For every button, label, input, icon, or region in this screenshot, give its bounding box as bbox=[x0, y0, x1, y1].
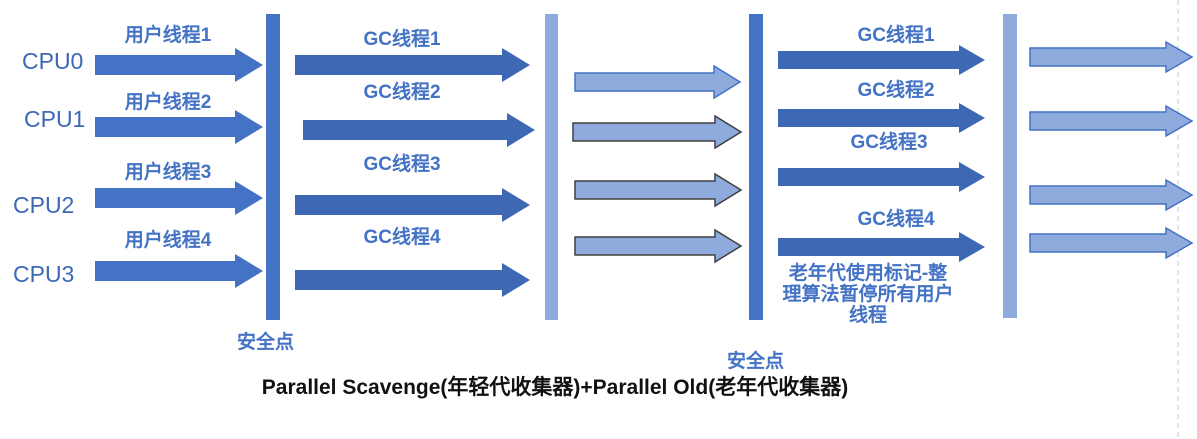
young-gc-label-4: GC线程4 bbox=[363, 227, 441, 248]
old-gc-label-2: GC线程2 bbox=[857, 80, 935, 101]
safepoint-label-old: 安全点 bbox=[727, 351, 785, 372]
old-gc-arrow-3 bbox=[778, 162, 985, 192]
old-gc-label-1: GC线程1 bbox=[857, 25, 935, 46]
user-thread-arrow-1 bbox=[95, 48, 263, 82]
old-gc-label-3: GC线程3 bbox=[850, 132, 928, 153]
resume-arrow-2 bbox=[1029, 104, 1194, 138]
old-gc-label-4: GC线程4 bbox=[857, 209, 935, 230]
old-gc-arrows bbox=[778, 45, 985, 262]
young-gc-label-2: GC线程2 bbox=[363, 82, 441, 103]
user-thread-label-3: 用户线程3 bbox=[124, 162, 212, 183]
resume-bar-young bbox=[545, 14, 558, 320]
diagram-title: Parallel Scavenge(年轻代收集器)+Parallel Old(老… bbox=[261, 376, 849, 399]
transition-arrows bbox=[572, 64, 743, 264]
cpu-label-0: CPU0 bbox=[22, 48, 84, 74]
transition-arrow-2 bbox=[572, 114, 743, 150]
young-gc-arrow-4 bbox=[295, 263, 530, 297]
young-gc-label-3: GC线程3 bbox=[363, 154, 441, 175]
safepoint-label-young: 安全点 bbox=[237, 332, 295, 353]
young-gc-arrow-2 bbox=[303, 113, 535, 147]
old-gc-note: 老年代使用标记-整理算法暂停所有用户线程 bbox=[782, 263, 954, 326]
transition-arrow-3 bbox=[574, 172, 743, 208]
resume-arrow-3 bbox=[1029, 178, 1194, 212]
resume-bar-old bbox=[1003, 14, 1017, 318]
cpu-label-2: CPU2 bbox=[13, 192, 75, 218]
safepoint-bar-old bbox=[749, 14, 763, 320]
user-thread-label-1: 用户线程1 bbox=[124, 25, 212, 46]
user-thread-arrows bbox=[95, 48, 263, 288]
transition-arrow-1 bbox=[574, 64, 742, 100]
resume-arrows bbox=[1029, 40, 1194, 260]
young-gc-arrow-3 bbox=[295, 188, 530, 222]
user-thread-arrow-3 bbox=[95, 181, 263, 215]
user-thread-arrow-2 bbox=[95, 110, 263, 144]
old-gc-arrow-2 bbox=[778, 103, 985, 133]
user-thread-label-2: 用户线程2 bbox=[124, 92, 212, 113]
cpu-label-1: CPU1 bbox=[24, 106, 86, 132]
old-gc-arrow-4 bbox=[778, 232, 985, 262]
resume-arrow-4 bbox=[1029, 226, 1194, 260]
user-thread-arrow-4 bbox=[95, 254, 263, 288]
resume-arrow-1 bbox=[1029, 40, 1194, 74]
safepoint-bar-young bbox=[266, 14, 280, 320]
young-gc-label-1: GC线程1 bbox=[363, 29, 441, 50]
cpu-label-3: CPU3 bbox=[13, 261, 75, 287]
young-gc-arrows bbox=[295, 48, 535, 297]
old-gc-arrow-1 bbox=[778, 45, 985, 75]
user-thread-label-4: 用户线程4 bbox=[124, 230, 212, 251]
young-gc-arrow-1 bbox=[295, 48, 530, 82]
transition-arrow-4 bbox=[574, 228, 743, 264]
